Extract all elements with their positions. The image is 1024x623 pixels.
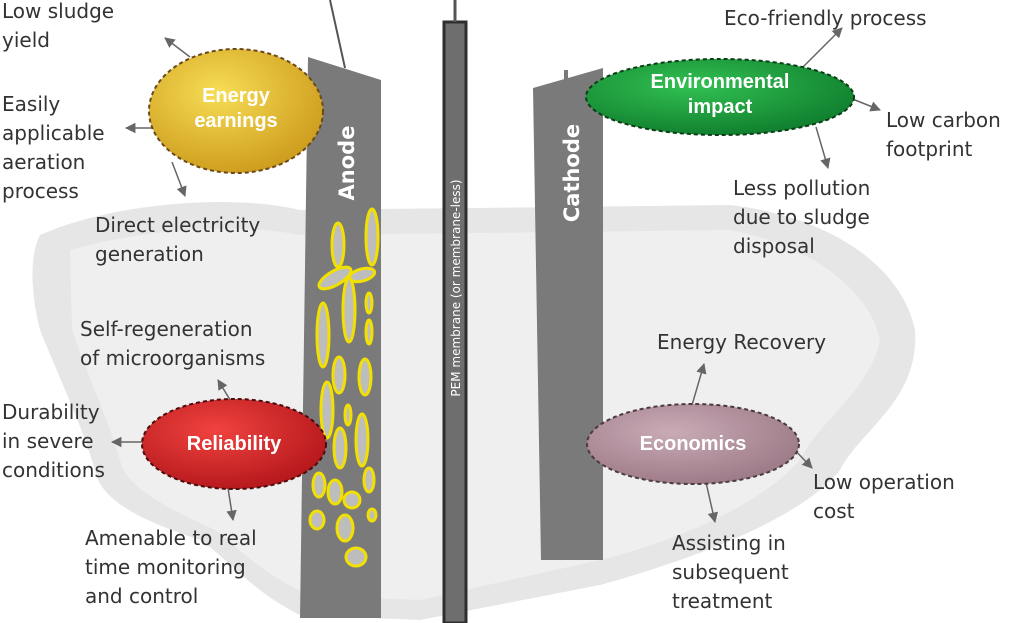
eco-friendly-label: Eco-friendly process [724, 6, 927, 30]
bubble [364, 207, 380, 267]
anode-bubbles [308, 207, 380, 568]
self-regeneration-label: Self-regeneration of microorganisms [80, 317, 266, 370]
bubble [335, 513, 355, 543]
bubble [317, 265, 353, 291]
bubble [326, 478, 344, 506]
anode-wire [329, 0, 346, 69]
energy-recovery-label: Energy Recovery [657, 330, 827, 354]
aeration-label: Easily applicable aeration process [2, 92, 105, 203]
environmental-impact-node [585, 58, 855, 136]
cathode-label: Cathode [560, 123, 584, 223]
monitoring-label: Amenable to real time monitoring and con… [85, 526, 257, 608]
bubble [319, 380, 335, 440]
bubble [357, 357, 373, 397]
subsequent-treatment-label: Assisting in subsequent treatment [672, 531, 789, 613]
environmental-impact-title: Environmental impact [650, 71, 790, 118]
reliability-title: Reliability [186, 433, 282, 455]
bubble [344, 546, 368, 568]
arrow-subsequent [704, 477, 719, 524]
operation-cost-label: Low operation cost [813, 470, 955, 523]
economics-title: Economics [639, 433, 747, 455]
arrow-carbon [849, 97, 881, 112]
membrane-label: PEM membrane (or membrane-less) [449, 179, 463, 397]
arrow-monitoring [226, 487, 237, 522]
arrow-electricity [171, 161, 187, 197]
durability-label: Durability in severe conditions [2, 400, 105, 482]
less-pollution-label: Less pollution due to sludge disposal [733, 176, 871, 258]
bubble [308, 509, 326, 531]
energy-earnings-title: Energy earnings [194, 85, 278, 132]
bubble [315, 301, 331, 369]
bubble [354, 412, 370, 468]
background-wash-light [70, 228, 880, 600]
arrow-low-sludge [164, 37, 191, 58]
bubble [331, 355, 347, 395]
economics-node [586, 403, 800, 485]
reliability-node [141, 398, 327, 490]
bubble [343, 403, 353, 427]
bubble [364, 291, 374, 315]
arrow-eco [799, 27, 843, 71]
energy-earnings-node [148, 48, 324, 174]
anode-label: Anode [335, 125, 359, 201]
low-carbon-label: Low carbon footprint [886, 108, 1001, 161]
bubble [362, 466, 376, 494]
bubble [332, 426, 348, 470]
electricity-label: Direct electricity generation [95, 213, 261, 266]
bubble [342, 490, 362, 510]
cathode-electrode [533, 68, 603, 560]
arrow-pollution [815, 126, 831, 170]
bubble [330, 221, 346, 269]
low-sludge-label: Low sludge yield [2, 0, 115, 52]
bubble [311, 471, 327, 499]
bubble [341, 276, 357, 344]
bubble [364, 318, 374, 346]
bubble [366, 507, 378, 523]
